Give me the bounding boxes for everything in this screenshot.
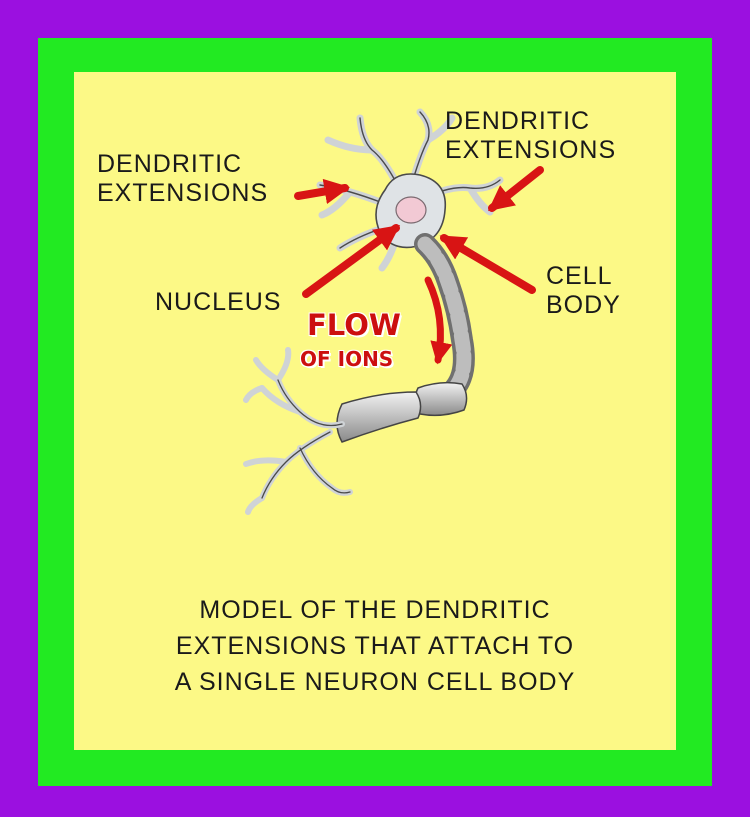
axon-terminals bbox=[243, 347, 353, 515]
diagram-caption: MODEL OF THE DENDRITIC EXTENSIONS THAT A… bbox=[74, 592, 676, 700]
label-nucleus: NUCLEUS bbox=[155, 288, 282, 316]
arrow-dendrite-right bbox=[487, 166, 544, 212]
label-dendritic-extensions-left: DENDRITIC EXTENSIONS bbox=[97, 150, 269, 207]
label-cell-body: CELL BODY bbox=[546, 262, 621, 319]
label-dendritic-extensions-right: DENDRITIC EXTENSIONS bbox=[445, 107, 617, 164]
myelin-segments bbox=[336, 381, 468, 443]
arrow-cell-body bbox=[439, 234, 536, 294]
caption-line-1: MODEL OF THE DENDRITIC bbox=[199, 596, 551, 624]
arrow-dendrite-left bbox=[294, 178, 351, 205]
label-flow: FLOW bbox=[307, 308, 401, 342]
label-of-ions: OF IONS bbox=[300, 347, 394, 371]
nucleus bbox=[395, 196, 427, 224]
arrow-flow bbox=[424, 276, 453, 365]
caption-line-3: A SINGLE NEURON CELL BODY bbox=[174, 668, 576, 696]
arrow-nucleus bbox=[302, 224, 401, 298]
caption-line-2: EXTENSIONS THAT ATTACH TO bbox=[175, 632, 575, 660]
red-arrows bbox=[294, 166, 544, 365]
